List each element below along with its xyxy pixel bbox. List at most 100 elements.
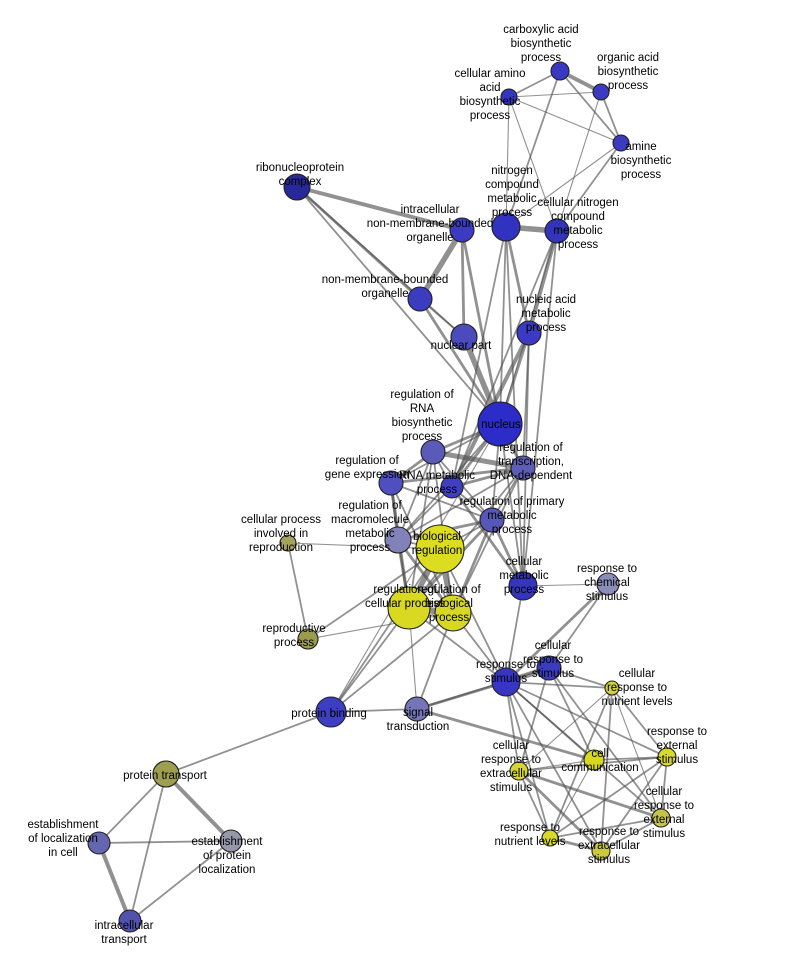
- edge-cellular-amino-acid-biosynthetic-process--nitrogen-compound-metabolic-process: [505, 96, 510, 228]
- node-establishment-of-localization-in-cell[interactable]: [87, 831, 111, 855]
- node-cellular-response-to-extracellular-stimulus[interactable]: [509, 761, 529, 781]
- edge-nucleus--cellular-metabolic-process: [499, 423, 524, 587]
- node-regulation-of-gene-expression[interactable]: [378, 470, 404, 496]
- node-nuclear-part[interactable]: [450, 323, 478, 351]
- node-regulation-of-cellular-process[interactable]: [387, 586, 431, 630]
- edge-cellular-nitrogen-compound-metabolic-process--cellular-metabolic-process: [522, 230, 558, 587]
- edge-response-to-chemical-stimulus--response-to-stimulus: [504, 582, 610, 684]
- edge-response-to-stimulus--response-to-external-stimulus: [505, 681, 668, 758]
- node-response-to-extracellular-stimulus[interactable]: [591, 841, 611, 861]
- edge-response-to-stimulus--response-to-nutrient-levels: [505, 681, 551, 839]
- node-protein-binding[interactable]: [315, 696, 347, 728]
- edge-organic-acid-biosynthetic-process--cellular-nitrogen-compound-metabolic-process: [556, 91, 602, 232]
- edge-cell-communication--response-to-nutrient-levels: [549, 759, 595, 839]
- edge-response-to-stimulus--signal-transduction: [415, 680, 508, 711]
- node-nucleus[interactable]: [477, 401, 523, 447]
- node-response-to-nutrient-levels[interactable]: [541, 829, 559, 847]
- edge-response-to-external-stimulus--response-to-extracellular-stimulus: [600, 756, 668, 852]
- node-biological-regulation[interactable]: [415, 524, 465, 574]
- edge-cellular-response-to-nutrient-levels--cellular-response-to-external-stimulus: [611, 687, 662, 819]
- edge-response-to-external-stimulus--response-to-nutrient-levels: [549, 756, 668, 839]
- node-carboxylic-acid-biosynthetic-process[interactable]: [550, 61, 570, 81]
- edge-cellular-response-to-stimulus--cell-communication: [548, 667, 595, 761]
- node-response-to-chemical-stimulus[interactable]: [596, 572, 620, 596]
- node-establishment-of-protein-localization[interactable]: [219, 829, 243, 853]
- node-non-membrane-bounded-organelle[interactable]: [407, 286, 433, 312]
- node-rna-metabolic-process[interactable]: [440, 475, 464, 499]
- edge-cellular-response-to-nutrient-levels--response-to-extracellular-stimulus: [600, 687, 613, 852]
- node-response-to-stimulus[interactable]: [491, 667, 521, 697]
- edge-regulation-of-gene-expression--regulation-of-primary-metabolic-process: [390, 482, 493, 521]
- node-regulation-of-rna-biosynthetic-process[interactable]: [420, 439, 446, 465]
- node-cellular-amino-acid-biosynthetic-process[interactable]: [500, 88, 518, 106]
- node-reproductive-process[interactable]: [297, 628, 319, 650]
- node-intracellular-transport[interactable]: [118, 909, 142, 933]
- node-cellular-response-to-stimulus[interactable]: [536, 655, 562, 681]
- edge-carboxylic-acid-biosynthetic-process--amine-biosynthetic-process: [559, 70, 622, 144]
- edge-cellular-process-involved-in-reproduction--reproductive-process: [287, 542, 309, 640]
- node-signal-transduction[interactable]: [404, 696, 430, 722]
- edge-response-to-stimulus--cellular-response-to-nutrient-levels: [505, 681, 613, 689]
- node-nitrogen-compound-metabolic-process[interactable]: [491, 212, 521, 242]
- edge-regulation-of-rna-biosynthetic-process--regulation-of-transcription-dna-dependent: [430, 449, 526, 471]
- edge-cellular-response-to-nutrient-levels--cellular-response-to-extracellular-stimulus: [518, 687, 613, 772]
- node-regulation-of-macromolecule-metabolic-process[interactable]: [384, 526, 412, 554]
- edge-cellular-response-to-extracellular-stimulus--cellular-response-to-external-stimulus: [517, 769, 663, 820]
- node-intracellular-non-membrane-bounded-organelle[interactable]: [449, 217, 475, 243]
- node-amine-biosynthetic-process[interactable]: [612, 134, 630, 152]
- edge-regulation-of-transcription-dna-dependent--regulation-of-cellular-process: [408, 467, 524, 609]
- edge-protein-binding--protein-transport: [165, 711, 332, 775]
- nodes-layer: [87, 61, 677, 933]
- edge-cellular-amino-acid-biosynthetic-process--amine-biosynthetic-process: [508, 96, 622, 144]
- node-regulation-of-primary-metabolic-process[interactable]: [479, 507, 505, 533]
- node-nucleic-acid-metabolic-process[interactable]: [516, 320, 542, 346]
- node-protein-transport[interactable]: [152, 760, 180, 788]
- edge-organic-acid-biosynthetic-process--cellular-amino-acid-biosynthetic-process: [508, 91, 602, 98]
- edge-response-to-chemical-stimulus--cellular-response-to-stimulus: [548, 583, 609, 669]
- node-cellular-nitrogen-compound-metabolic-process[interactable]: [544, 218, 570, 244]
- edge-establishment-of-localization-in-cell--intracellular-transport: [97, 841, 132, 923]
- node-cellular-response-to-external-stimulus[interactable]: [651, 808, 671, 828]
- node-organic-acid-biosynthetic-process[interactable]: [592, 83, 610, 101]
- edge-cellular-amino-acid-biosynthetic-process--cellular-nitrogen-compound-metabolic-process: [508, 96, 558, 232]
- node-cellular-response-to-nutrient-levels[interactable]: [604, 680, 620, 696]
- edge-rna-metabolic-process--cellular-metabolic-process: [450, 485, 525, 588]
- node-ribonucleoprotein-complex[interactable]: [283, 173, 311, 201]
- edge-cell-communication--response-to-external-stimulus: [593, 756, 668, 761]
- node-cellular-metabolic-process[interactable]: [508, 571, 538, 601]
- edge-regulation-of-biological-process--protein-binding: [330, 612, 454, 713]
- edge-regulation-of-transcription-dna-dependent--regulation-of-biological-process: [452, 467, 524, 614]
- edge-biological-regulation--protein-binding: [330, 548, 441, 713]
- edge-protein-binding--nucleus: [330, 423, 501, 713]
- node-cell-communication[interactable]: [583, 749, 605, 771]
- node-cellular-process-involved-in-reproduction[interactable]: [279, 534, 297, 552]
- node-response-to-external-stimulus[interactable]: [657, 747, 677, 767]
- edge-biological-regulation--response-to-stimulus: [439, 548, 507, 683]
- node-regulation-of-transcription-dna-dependent[interactable]: [510, 455, 536, 481]
- edge-nitrogen-compound-metabolic-process--nucleus: [499, 226, 507, 425]
- node-regulation-of-biological-process[interactable]: [434, 594, 472, 632]
